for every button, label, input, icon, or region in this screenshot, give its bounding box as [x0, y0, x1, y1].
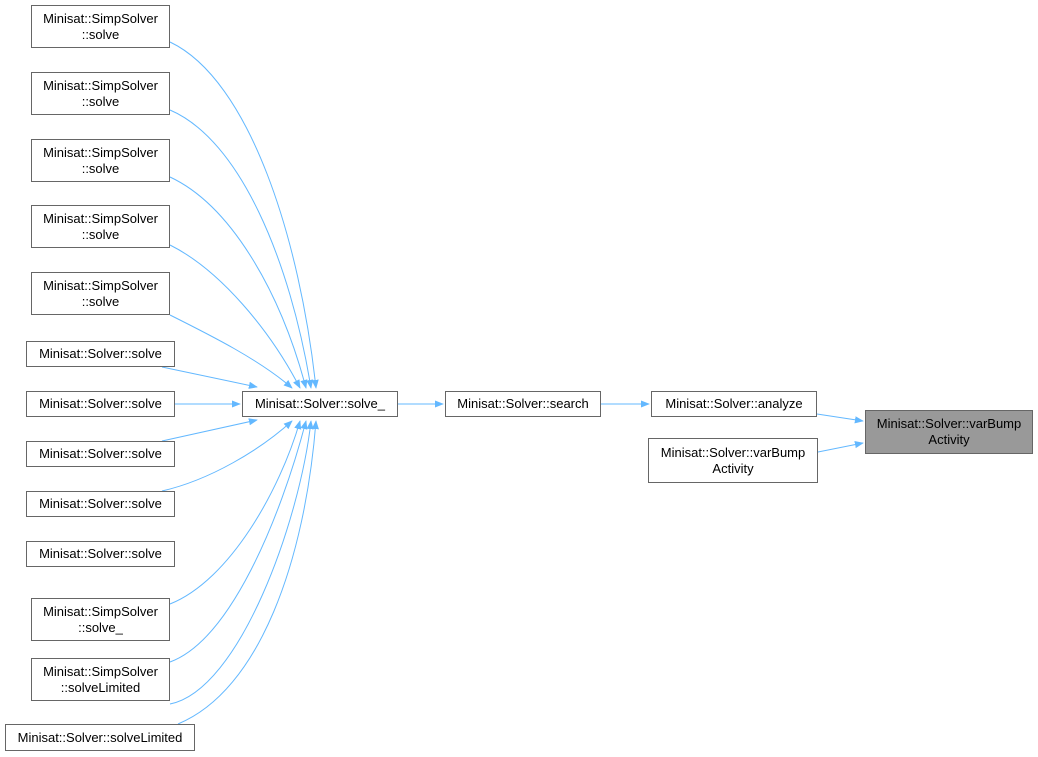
node-label: Minisat::Solver::solve_ [254, 396, 386, 411]
node-solver-solve-2[interactable]: Minisat::Solver::solve [26, 391, 175, 417]
node-simpsolver-solve_[interactable]: Minisat::SimpSolver ::solve_ [31, 598, 170, 641]
edge-n2-to-solve_ [169, 176, 308, 389]
edge-analyze-to-target [816, 413, 864, 424]
node-label: Minisat::Solver::solve [39, 396, 162, 411]
node-label-line1: Minisat::SimpSolver [43, 277, 158, 293]
node-label-line2: ::solveLimited [60, 679, 141, 695]
node-label-line1: Minisat::SimpSolver [43, 10, 158, 26]
node-label-line2: ::solve [81, 160, 120, 176]
node-solver-search[interactable]: Minisat::Solver::search [445, 391, 601, 417]
node-solver-solve-4[interactable]: Minisat::Solver::solve [26, 491, 175, 517]
node-label: Minisat::Solver::analyze [665, 396, 803, 411]
node-simpsolver-solve-3[interactable]: Minisat::SimpSolver ::solve [31, 139, 170, 182]
node-solver-solve-3[interactable]: Minisat::Solver::solve [26, 441, 175, 467]
node-simpsolver-solvelimited[interactable]: Minisat::SimpSolver ::solveLimited [31, 658, 170, 701]
node-solver-solvelimited[interactable]: Minisat::Solver::solveLimited [5, 724, 195, 751]
node-simpsolver-solve-5[interactable]: Minisat::SimpSolver ::solve [31, 272, 170, 315]
node-label: Minisat::Solver::search [457, 396, 589, 411]
edge-n1-to-solve_ [169, 109, 314, 389]
node-label-line1: Minisat::Solver::varBump [660, 444, 806, 460]
edge-n0-to-solve_ [169, 41, 319, 389]
node-solver-varbumpactivity-overload[interactable]: Minisat::Solver::varBump Activity [648, 438, 818, 483]
edge-n12-to-solve_ [177, 420, 319, 725]
node-label-line2: ::solve [81, 293, 120, 309]
node-label-line1: Minisat::SimpSolver [43, 210, 158, 226]
node-solver-solve-1[interactable]: Minisat::Solver::solve [26, 341, 175, 367]
node-simpsolver-solve-1[interactable]: Minisat::SimpSolver ::solve [31, 5, 170, 48]
node-label: Minisat::Solver::solve [39, 346, 162, 361]
node-label-line1: Minisat::SimpSolver [43, 77, 158, 93]
edge-n11-to-solve_ [169, 420, 314, 705]
node-simpsolver-solve-4[interactable]: Minisat::SimpSolver ::solve [31, 205, 170, 248]
node-label: Minisat::Solver::solve [39, 446, 162, 461]
edge-n7-to-solve_ [161, 418, 258, 442]
node-label: Minisat::Solver::solve [39, 496, 162, 511]
edge-n3-to-solve_ [169, 244, 301, 389]
edge-varbump2-to-target [817, 441, 864, 453]
edge-n5-to-solve_ [161, 366, 258, 389]
edge-n4-to-solve_ [169, 314, 293, 389]
node-label-line2: Activity [928, 432, 970, 447]
node-label-line2: ::solve [81, 26, 120, 42]
node-label-line1: Minisat::Solver::varBump [876, 416, 1022, 431]
node-solver-varbumpactivity-focus[interactable]: Minisat::Solver::varBump Activity [865, 410, 1033, 454]
node-label-line1: Minisat::SimpSolver [43, 603, 158, 619]
node-solver-solve_[interactable]: Minisat::Solver::solve_ [242, 391, 398, 417]
edge-n9-to-solve_ [169, 420, 302, 605]
edge-n10-to-solve_ [169, 420, 308, 663]
node-label-line2: ::solve [81, 93, 120, 109]
edge-n8-to-solve_ [161, 420, 293, 492]
node-label-line1: Minisat::SimpSolver [43, 144, 158, 160]
node-solver-analyze[interactable]: Minisat::Solver::analyze [651, 391, 817, 417]
node-solver-solve-5[interactable]: Minisat::Solver::solve [26, 541, 175, 567]
node-label-line2: Activity [712, 460, 754, 476]
node-label-line1: Minisat::SimpSolver [43, 663, 158, 679]
node-simpsolver-solve-2[interactable]: Minisat::SimpSolver ::solve [31, 72, 170, 115]
node-label: Minisat::Solver::solve [39, 546, 162, 561]
node-label-line2: ::solve [81, 226, 120, 242]
node-label: Minisat::Solver::solveLimited [17, 729, 183, 745]
node-label-line2: ::solve_ [78, 619, 123, 635]
